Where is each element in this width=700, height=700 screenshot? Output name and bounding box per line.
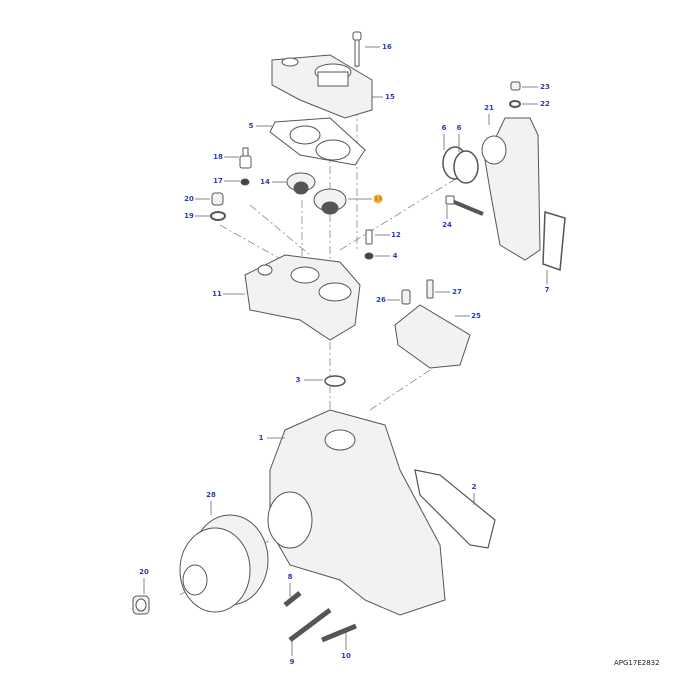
callout-12[interactable]: 12 <box>391 231 401 239</box>
pulley-28[interactable] <box>179 514 269 613</box>
callout-16[interactable]: 16 <box>382 43 392 51</box>
callout-9[interactable]: 9 <box>289 658 295 666</box>
callout-5[interactable]: 5 <box>248 122 254 130</box>
pulley-plug-20[interactable] <box>132 595 150 615</box>
callout-11[interactable]: 11 <box>212 290 222 298</box>
callout-10[interactable]: 10 <box>341 652 351 660</box>
washer-22[interactable] <box>509 100 521 108</box>
screw-12[interactable] <box>365 229 373 245</box>
callout-7[interactable]: 7 <box>544 286 550 294</box>
o-ring-6b[interactable] <box>453 150 479 184</box>
leader-lines <box>143 46 548 656</box>
callout-17[interactable]: 17 <box>213 177 223 185</box>
callout-2[interactable]: 2 <box>471 483 477 491</box>
callout-28[interactable]: 28 <box>206 491 216 499</box>
callout-27[interactable]: 27 <box>452 288 462 296</box>
callout-18[interactable]: 18 <box>213 153 223 161</box>
screw-27[interactable] <box>426 279 434 299</box>
callout-26[interactable]: 26 <box>376 296 386 304</box>
cover-plate-25[interactable] <box>394 304 471 369</box>
callout-13-highlighted[interactable]: 13 <box>373 194 383 204</box>
callout-8[interactable]: 8 <box>287 573 293 581</box>
bolt-26[interactable] <box>401 289 411 305</box>
callout-23[interactable]: 23 <box>540 83 550 91</box>
o-ring-3[interactable] <box>324 375 346 387</box>
callout-19[interactable]: 19 <box>184 212 194 220</box>
callout-4[interactable]: 4 <box>392 252 398 260</box>
callout-14[interactable]: 14 <box>260 178 270 186</box>
plug-23[interactable] <box>510 81 521 91</box>
callout-22[interactable]: 22 <box>540 100 550 108</box>
callout-1[interactable]: 1 <box>258 434 264 442</box>
pump-gasket-2[interactable] <box>414 469 496 549</box>
water-pump-1[interactable] <box>267 409 446 616</box>
callout-15[interactable]: 15 <box>385 93 395 101</box>
washer-19[interactable] <box>210 211 226 221</box>
gasket-5[interactable] <box>269 117 366 166</box>
bolt-16[interactable] <box>352 31 362 67</box>
callout-20b[interactable]: 20 <box>139 568 149 576</box>
diagram-code: APG17E2832 <box>614 659 660 667</box>
plug-20[interactable] <box>211 192 224 206</box>
bolt-8[interactable] <box>283 591 302 607</box>
callout-3[interactable]: 3 <box>295 376 301 384</box>
thermostat-housing-11[interactable] <box>244 254 361 341</box>
washer-17[interactable] <box>240 178 250 186</box>
thermostat-14[interactable] <box>286 172 316 195</box>
thermostat-13[interactable] <box>313 188 347 215</box>
callout-6b[interactable]: 6 <box>456 124 462 132</box>
outlet-gasket-7[interactable] <box>542 211 566 272</box>
callout-24[interactable]: 24 <box>442 221 452 229</box>
washer-4[interactable] <box>364 252 374 260</box>
callout-21[interactable]: 21 <box>484 104 494 112</box>
callout-20[interactable]: 20 <box>184 195 194 203</box>
callout-6a[interactable]: 6 <box>441 124 447 132</box>
long-bolt-24[interactable] <box>445 195 484 216</box>
housing-cover-15[interactable] <box>271 54 373 119</box>
bolt-9[interactable] <box>288 608 332 642</box>
outlet-pipe-21[interactable] <box>481 117 541 261</box>
callout-25[interactable]: 25 <box>471 312 481 320</box>
bolt-10[interactable] <box>321 623 357 643</box>
sensor-18[interactable] <box>239 147 252 169</box>
